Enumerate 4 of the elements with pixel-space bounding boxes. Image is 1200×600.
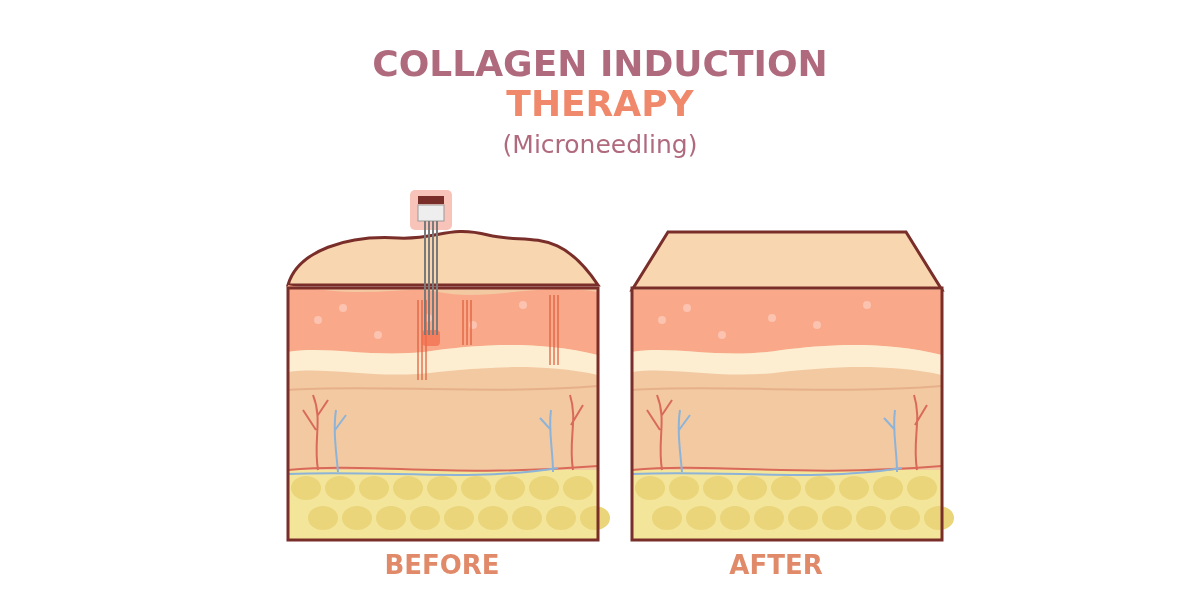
diagram-title: COLLAGEN INDUCTION THERAPY <box>371 44 829 124</box>
caption: AFTER <box>728 550 824 580</box>
subtitle: (Microneedling) <box>501 130 699 159</box>
caption: BEFORE <box>383 550 501 580</box>
